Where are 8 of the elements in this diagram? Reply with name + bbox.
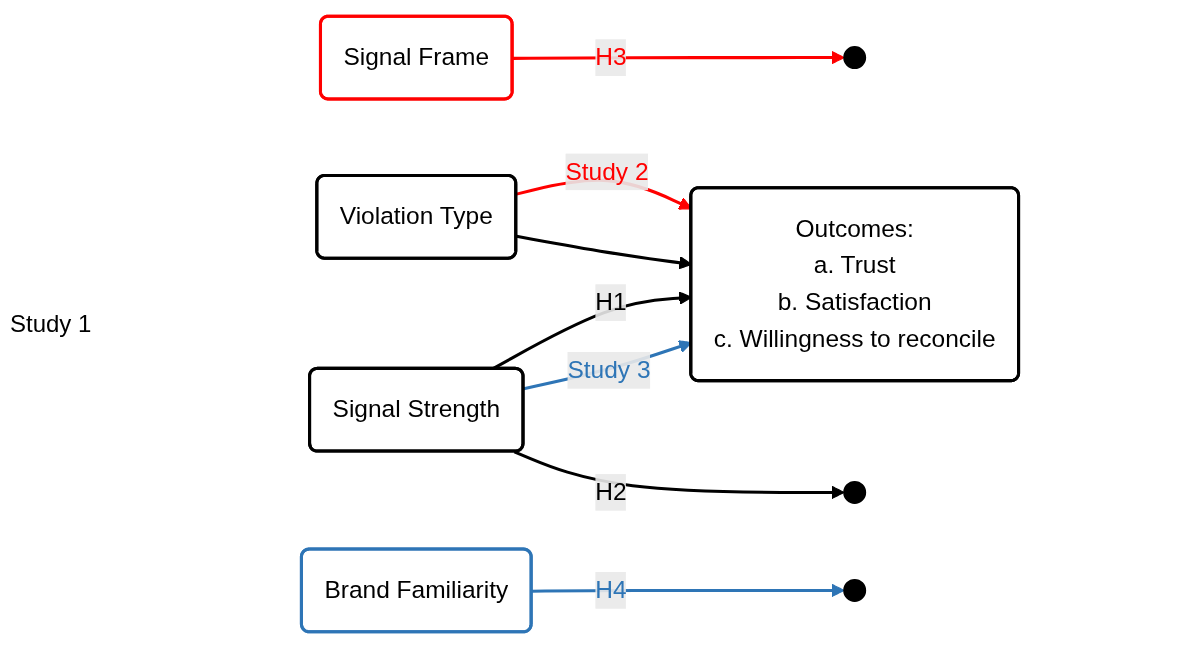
study-label: Study 1 [10,310,93,338]
edge-label: Study 2 [565,158,649,185]
edge-label: H3 [595,43,627,70]
edge-label: H1 [595,288,627,315]
edge-label: H4 [595,576,627,603]
edge-label: H2 [595,478,627,505]
edge-label: Study 3 [567,356,651,383]
arrow [513,450,845,500]
